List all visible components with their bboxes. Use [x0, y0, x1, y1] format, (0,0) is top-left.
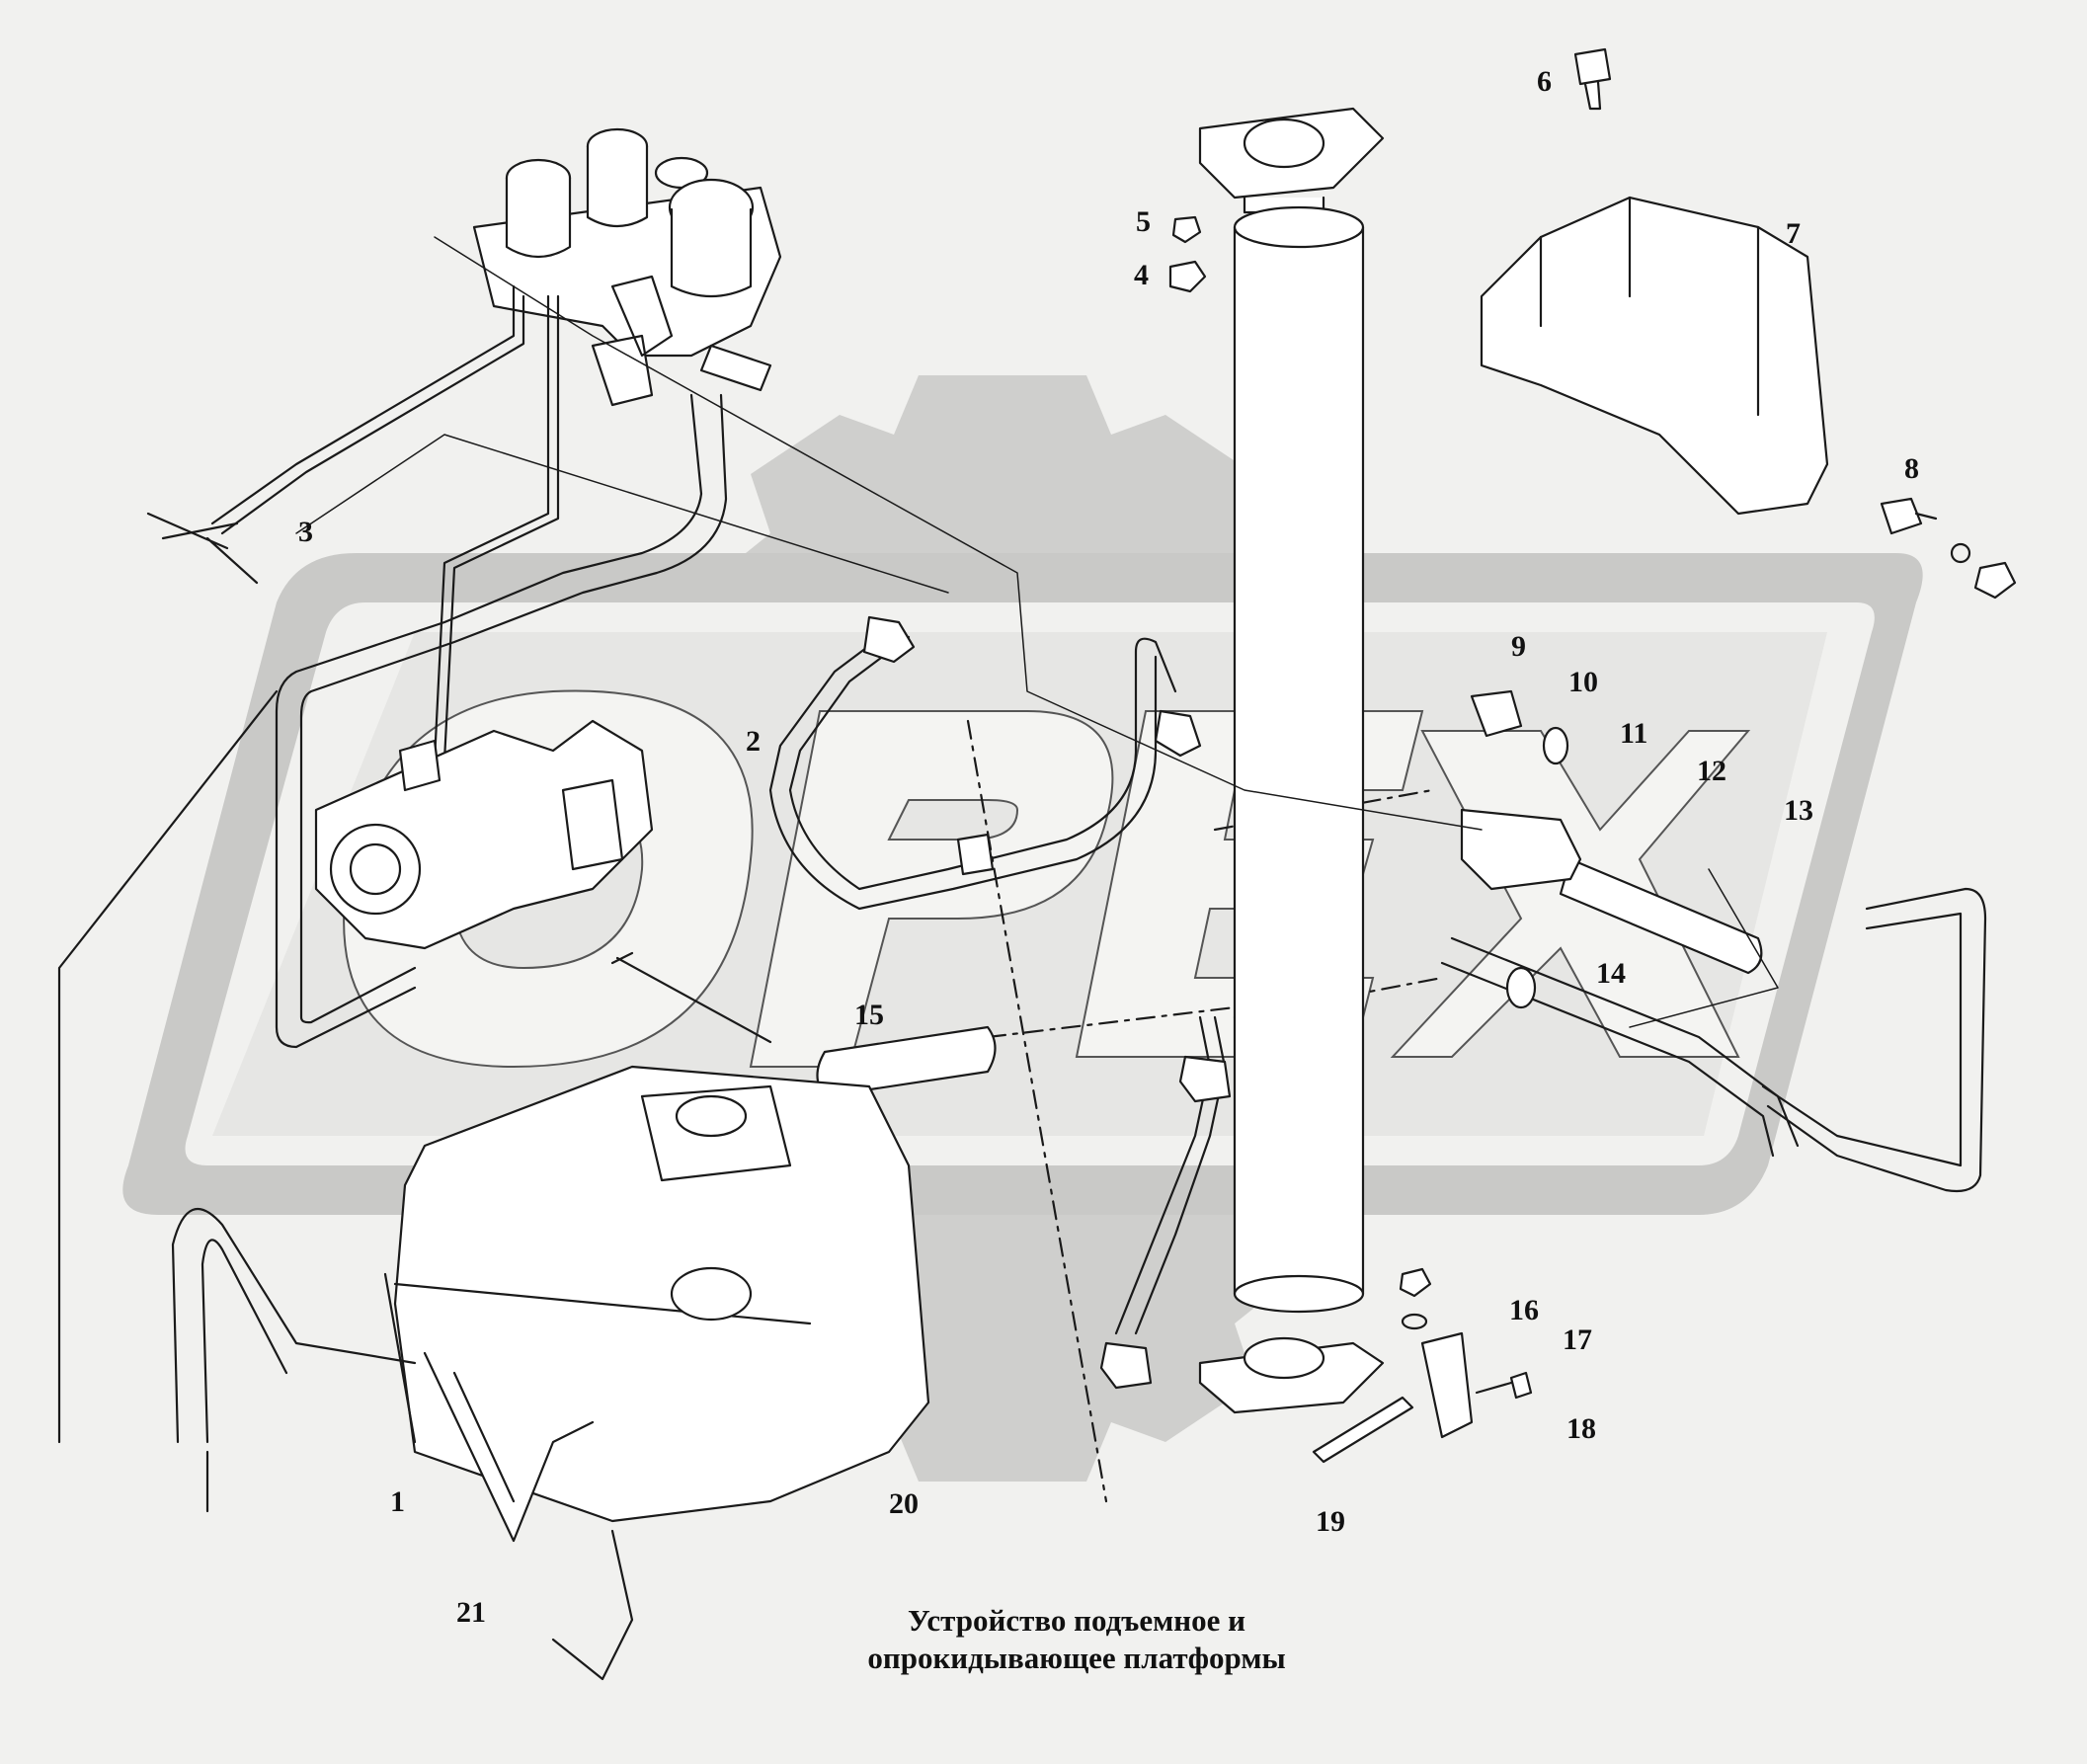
pipe-3 [210, 284, 516, 525]
callout-21: 21 [456, 1596, 486, 1629]
pipe-2b [768, 625, 1158, 911]
pipe-bottom-b [1114, 1015, 1212, 1335]
tee-fitting [146, 512, 259, 585]
tank-rim [383, 1272, 812, 1444]
diagram-caption: Устройство подъемное и опрокидывающее пл… [711, 1602, 1442, 1677]
pipe-thick [275, 393, 703, 1049]
valve-solenoid-body [505, 176, 572, 258]
tank-bracket-21 [423, 1351, 595, 1543]
cylinder-bottom-ring [1233, 1274, 1365, 1314]
callout-18: 18 [1566, 1412, 1596, 1445]
pipe-2-nut [862, 615, 916, 664]
pipe-bottom-nut [1099, 1341, 1153, 1390]
oil-tank [383, 1065, 930, 1543]
callout-5: 5 [1136, 205, 1151, 238]
left-frame-line [57, 689, 279, 1513]
washer-10 [1542, 726, 1569, 765]
valve-lever [699, 344, 772, 392]
bolt-6 [1573, 47, 1612, 111]
leader [1629, 868, 1779, 1028]
pipe-bottom-nut-b [1178, 1055, 1232, 1103]
bracket-7 [1480, 196, 1829, 516]
nut-4 [1168, 260, 1207, 293]
bracket-16 [1420, 1331, 1474, 1439]
callout-12: 12 [1697, 755, 1726, 787]
bracket-7-body [1480, 196, 1829, 516]
callout-11: 11 [1620, 717, 1647, 750]
callout-9: 9 [1511, 630, 1526, 663]
callout-3: 3 [298, 516, 313, 548]
pump-port [349, 842, 402, 896]
cylinder-top-cap [1243, 118, 1325, 169]
bolt-8 [1880, 497, 1938, 535]
callout-17: 17 [1563, 1323, 1592, 1356]
clip-17 [1475, 1381, 1513, 1395]
tee-11 [1460, 808, 1582, 891]
washer-small [1401, 1313, 1428, 1330]
pipe-thick-b [299, 393, 728, 1024]
fitting-small [956, 833, 995, 876]
nut-small [1399, 1267, 1432, 1298]
bolt-18 [1509, 1371, 1533, 1400]
dash-line [986, 1005, 1237, 1039]
pipe-2 [788, 635, 1177, 891]
pipe-vertical [433, 294, 550, 762]
callout-4: 4 [1134, 259, 1149, 291]
pipe-2-nut-b [1154, 709, 1202, 758]
nut-5 [1171, 215, 1202, 244]
pipe-3b [220, 294, 525, 535]
callout-7: 7 [1786, 217, 1801, 250]
callouts: 1 2 3 4 5 6 7 8 9 10 11 12 13 14 15 16 1… [298, 65, 1919, 1629]
pipe-vertical-b [442, 294, 560, 762]
callout-10: 10 [1568, 666, 1598, 698]
callout-1: 1 [390, 1485, 405, 1518]
pipe-14 [1440, 936, 1800, 1158]
fitting-9 [1470, 689, 1523, 738]
pipe-14-clamp [1505, 966, 1537, 1009]
pipe-13b [1761, 912, 1963, 1167]
callout-20: 20 [889, 1487, 919, 1520]
cylinder-bottom-cap [1243, 1336, 1325, 1380]
caption-line-2: опрокидывающее платформы [867, 1641, 1286, 1675]
cylinder-body [1233, 225, 1365, 1296]
callout-15: 15 [854, 999, 884, 1031]
callout-6: 6 [1537, 65, 1552, 98]
callout-8: 8 [1904, 452, 1919, 485]
leader [295, 434, 949, 594]
tank-breather [675, 1094, 748, 1138]
cylinder-top-ring [1233, 205, 1365, 249]
valve-fittings [591, 275, 674, 407]
hose-loop-b [201, 1239, 288, 1444]
pipe-bottom [1134, 1015, 1227, 1335]
tank-filler-cap [670, 1266, 753, 1322]
washer [1950, 542, 1971, 564]
hose-loop-outlet [551, 1529, 634, 1681]
callout-13: 13 [1784, 794, 1813, 827]
nut [1973, 561, 2017, 600]
callout-19: 19 [1316, 1505, 1345, 1538]
callout-14: 14 [1596, 957, 1626, 990]
valve-cap-body [670, 207, 753, 298]
clamp-19 [1312, 1396, 1414, 1464]
hose-12 [1559, 857, 1763, 975]
hose-15 [816, 1025, 997, 1098]
hose-loop [171, 1207, 417, 1444]
callout-2: 2 [746, 725, 761, 758]
distributor-valve-block [472, 127, 782, 407]
leader [434, 236, 1483, 831]
dipstick [610, 951, 772, 1044]
bracket-7-detail [1539, 196, 1760, 417]
pump-gear [561, 778, 624, 871]
gear-pump [314, 719, 654, 950]
caption-line-1: Устройство подъемное и [908, 1603, 1245, 1638]
pump-fitting [398, 739, 441, 792]
hydraulic-cylinder [1198, 107, 1385, 1414]
valve-solenoid-body [586, 144, 649, 227]
callout-16: 16 [1509, 1294, 1539, 1326]
pipe-13 [1766, 887, 1987, 1193]
